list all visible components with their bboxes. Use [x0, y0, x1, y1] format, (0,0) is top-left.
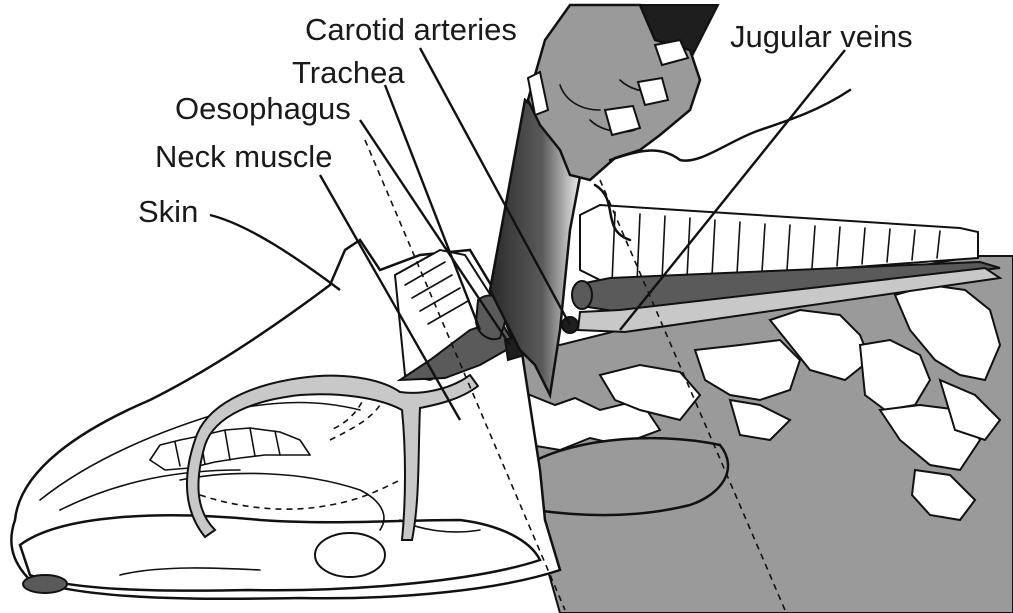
body-cut — [561, 203, 1003, 334]
label-jugular-veins: Jugular veins — [730, 19, 913, 54]
label-neck-muscle: Neck muscle — [155, 139, 332, 174]
dashed-guide-right — [599, 179, 786, 611]
dashed-guide-left — [364, 139, 566, 611]
leader-lines — [209, 47, 846, 421]
vertebrae — [503, 283, 1002, 522]
label-carotid-arteries: Carotid arteries — [305, 12, 517, 47]
label-skin: Skin — [138, 194, 198, 229]
leader-carotid — [418, 47, 572, 326]
label-trachea: Trachea — [292, 55, 405, 90]
leader-neck-muscle — [318, 174, 462, 421]
jaw-bone — [314, 532, 386, 578]
nostril — [22, 574, 68, 594]
leader-skin — [209, 213, 341, 291]
label-oesophagus: Oesophagus — [175, 91, 351, 126]
leader-trachea — [383, 84, 482, 331]
oesophagus-tube — [518, 436, 730, 517]
leader-oesophagus — [359, 119, 511, 346]
carotid-branch — [186, 373, 480, 541]
hand — [526, 3, 852, 242]
leader-jugular — [619, 49, 846, 331]
